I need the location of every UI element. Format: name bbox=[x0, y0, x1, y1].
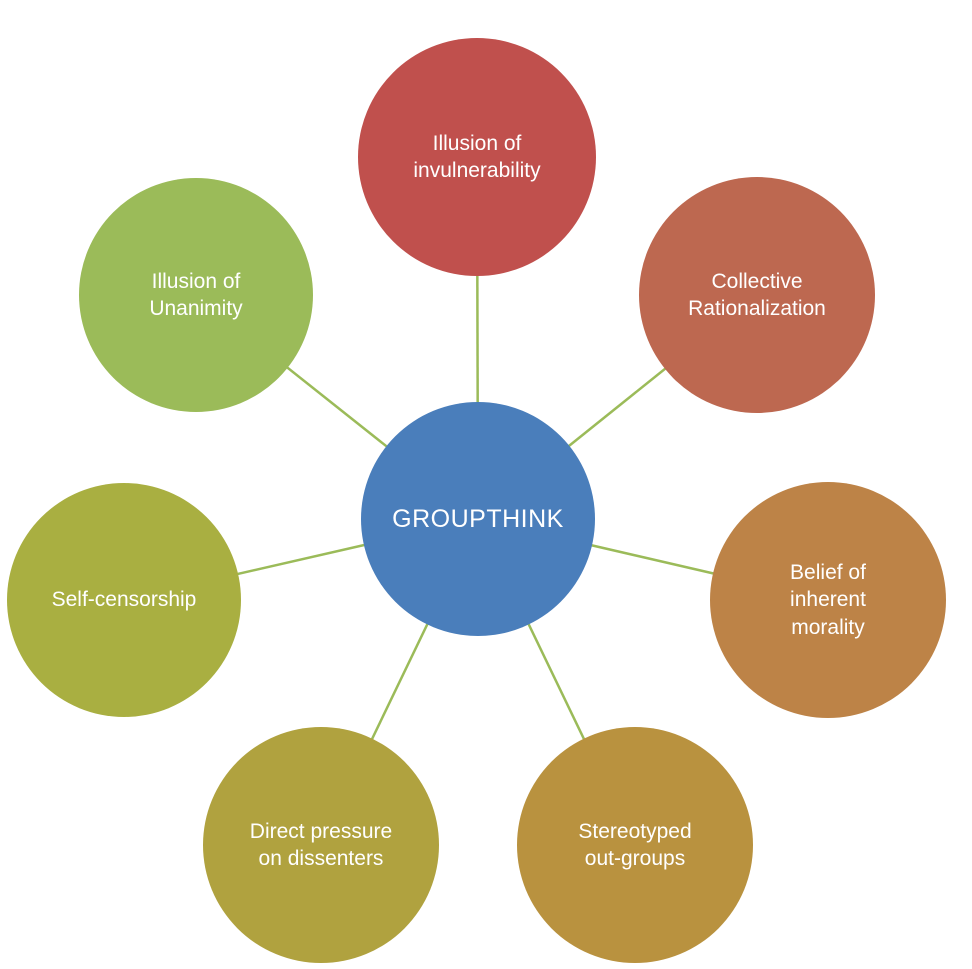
node-illusion-of-unanimity-label: Illusion of Unanimity bbox=[149, 269, 243, 320]
node-illusion-of-unanimity: Illusion of Unanimity bbox=[79, 178, 313, 412]
node-stereotyped-out-groups: Stereotyped out-groups bbox=[517, 727, 753, 963]
node-self-censorship: Self-censorship bbox=[7, 483, 241, 717]
node-direct-pressure-on-dissenters-label: Direct pressure on dissenters bbox=[249, 819, 393, 870]
center-node-label: GROUPTHINK bbox=[392, 504, 564, 533]
node-stereotyped-out-groups-label: Stereotyped out-groups bbox=[578, 819, 692, 870]
node-belief-of-inherent-morality-label: Belief of inherent morality bbox=[790, 561, 866, 639]
node-self-censorship-label: Self-censorship bbox=[51, 588, 197, 612]
center-node-groupthink: GROUPTHINK bbox=[361, 402, 595, 636]
node-belief-of-inherent-morality: Belief of inherent morality bbox=[710, 482, 946, 718]
node-collective-rationalization-label: Collective Rationalization bbox=[688, 269, 826, 320]
node-illusion-of-invulnerability-label: Illusion of invulnerability bbox=[413, 131, 541, 182]
node-direct-pressure-on-dissenters: Direct pressure on dissenters bbox=[203, 727, 439, 963]
node-illusion-of-invulnerability: Illusion of invulnerability bbox=[358, 38, 596, 276]
node-collective-rationalization: Collective Rationalization bbox=[639, 177, 875, 413]
